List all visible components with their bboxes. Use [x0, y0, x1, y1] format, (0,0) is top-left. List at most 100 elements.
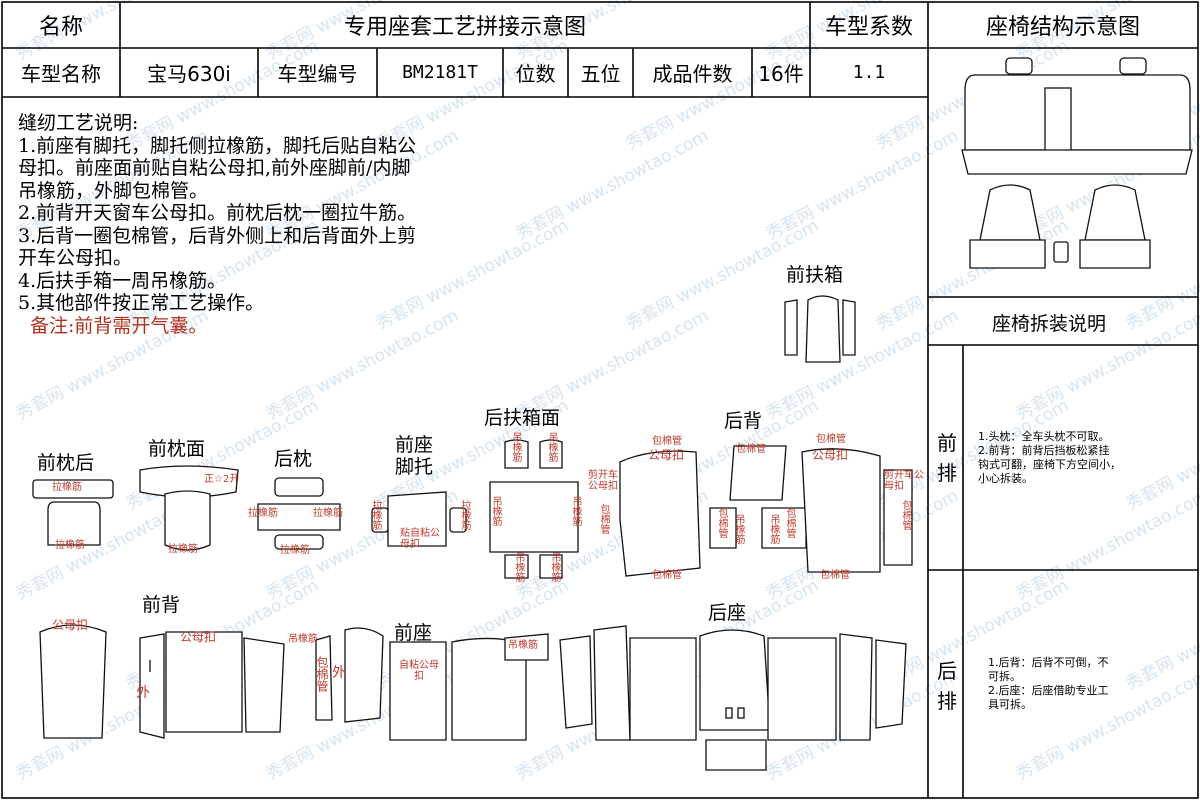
tag-cotton-tube: 包棉管 — [315, 656, 329, 692]
rear-armrest-face-pieces — [489, 439, 579, 579]
note-line: 1.前座有脚托，脚托侧拉橡筋，脚托后贴自粘公 — [18, 134, 417, 157]
note-line: 2.后座：后座借助专业工 — [988, 684, 1109, 697]
title-front-pillow-face: 前枕面 — [148, 438, 206, 460]
coef-label: 车型系数 — [824, 15, 913, 40]
tag-snap: 公母扣 — [812, 448, 849, 462]
tag-hang-elastic: 吊橡筋 — [508, 640, 538, 651]
note-line: 5.其他部件按正常工艺操作。 — [18, 292, 265, 314]
pieces-value: 16件 — [758, 62, 804, 86]
tag-pull-elastic: 拉橡筋 — [52, 482, 82, 493]
tag-snap: 公母扣 — [180, 630, 217, 644]
title-rear-back: 后背 — [724, 410, 763, 432]
front-row-label: 前 排 — [937, 431, 957, 485]
front-pillow-face-pieces — [139, 465, 239, 551]
tag-cut-snap: 剪开车公母扣 — [588, 470, 618, 492]
rear-row-notes: 1.后背：后背不可倒，不 可拆。 2.后座：后座借助专业工 具可拆。 — [988, 656, 1188, 712]
rear-row-label: 后 排 — [937, 659, 957, 713]
note-line: 3.后背一圈包棉管，后背外侧上和后背面外上剪 — [18, 224, 417, 247]
tag-self-stick-snap: 贴自粘公母扣 — [400, 528, 440, 550]
rear-seat-pieces — [559, 625, 907, 771]
front-pillow-back-pieces — [32, 479, 114, 546]
tag-pull-elastic: 拉橡筋 — [248, 508, 278, 519]
tag-hang-elastic: 吊橡筋 — [546, 432, 557, 462]
coef-value: 1.1 — [852, 62, 886, 83]
tag-hang-elastic: 吊橡筋 — [570, 496, 581, 526]
tag-pull-elastic: 拉橡筋 — [55, 540, 85, 551]
note-line: 1.头枕：全车头枕不可取。 — [978, 430, 1110, 443]
note-line: 具可拆。 — [988, 698, 1032, 711]
tag-pull-elastic: 拉橡筋 — [313, 508, 343, 519]
rear-pillow-pieces — [257, 477, 341, 550]
title-front-footrest: 前座 脚托 — [395, 434, 434, 478]
tag-self-stick: 自粘公母扣 — [399, 660, 439, 682]
seats-label: 位数 — [515, 62, 556, 86]
name-label: 名称 — [38, 15, 83, 40]
tag-cotton-tube: 包棉管 — [598, 504, 609, 534]
model-name-value: 宝马630i — [147, 62, 231, 86]
tag-hang-elastic: 吊橡筋 — [510, 432, 521, 462]
model-code-value: BM2181T — [402, 62, 478, 83]
note-remark: 备注:前背需开气囊。 — [30, 314, 208, 337]
tag-cotton-tube: 包棉管 — [820, 570, 850, 581]
tag-snap: 公母扣 — [648, 448, 685, 462]
tag-cotton-tube: 包棉管 — [652, 436, 682, 447]
title-rear-pillow: 后枕 — [274, 448, 313, 470]
tag-cotton-tube: 包棉管 — [816, 434, 846, 445]
note-line: 钩式可翻，座椅下方空间小， — [978, 458, 1121, 471]
front-seat-pieces — [315, 627, 549, 741]
note-line: 1.后背：后背不可倒，不 — [988, 656, 1109, 669]
note-line: 开车公母扣。 — [18, 247, 133, 269]
title-front-seat: 前座 — [394, 622, 433, 644]
model-code-label: 车型编号 — [277, 62, 358, 86]
tag-cotton-tube: 包棉管 — [736, 444, 766, 455]
seats-value: 五位 — [580, 62, 621, 86]
tag-pull-elastic: 拉橡筋 — [168, 544, 198, 555]
tag-hang-elastic: 吊橡筋 — [288, 634, 318, 645]
note-line: 4.后扶手箱一周吊橡筋。 — [18, 269, 227, 292]
note-line: 2.前背开天窗车公母扣。前枕后枕一圈拉牛筋。 — [18, 202, 417, 224]
front-armrest-pieces — [784, 295, 856, 363]
tag-cotton-tube: 包棉管 — [900, 500, 911, 530]
note-line: 母扣。前座面前贴自粘公母扣,前外座脚前/内脚 — [18, 157, 411, 179]
tag-snap: 公母扣 — [52, 618, 89, 632]
tag-open-2: 正☆2开 — [204, 474, 240, 485]
disassembly-title: 座椅拆装说明 — [992, 313, 1107, 335]
tag-cotton-tube: 包棉管 — [716, 508, 727, 538]
rear-back-pieces — [619, 445, 913, 577]
tag-cut-snap: 剪开车公母扣 — [884, 470, 924, 492]
sheet-title: 专用座套工艺拼接示意图 — [343, 15, 586, 40]
tag-outside: 外 — [332, 665, 346, 681]
model-name-label: 车型名称 — [21, 62, 101, 86]
note-line: 小心拆装。 — [978, 472, 1033, 485]
tag-hang-elastic: 吊橡筋 — [490, 496, 501, 526]
tag-pull-elastic: 拉橡筋 — [459, 500, 470, 530]
title-rear-seat: 后座 — [708, 602, 747, 624]
tag-hang-elastic: 吊橡筋 — [513, 552, 524, 582]
tag-hang-elastic: 吊橡筋 — [768, 514, 779, 544]
seat-structure-diagram — [961, 57, 1193, 269]
title-front-back: 前背 — [142, 594, 181, 616]
tag-hang-elastic: 吊橡筋 — [733, 514, 744, 544]
front-back-pieces — [39, 624, 285, 739]
structure-title: 座椅结构示意图 — [985, 15, 1140, 40]
note-line: 吊橡筋，外脚包棉管。 — [18, 179, 209, 202]
note-line: 缝纫工艺说明: — [18, 112, 139, 134]
tag-outside: 外 — [136, 685, 150, 701]
title-rear-armrest-face: 后扶箱面 — [484, 407, 561, 429]
tag-hang-elastic: 吊橡筋 — [549, 552, 560, 582]
tag-cotton-tube: 包棉管 — [784, 508, 795, 538]
pieces-label: 成品件数 — [652, 62, 733, 86]
tag-pull-elastic: 拉橡筋 — [370, 500, 381, 530]
tag-pull-elastic: 拉橡筋 — [280, 545, 310, 556]
note-line: 2.前背：前背后挡板松紧挂 — [978, 444, 1110, 457]
title-front-armrest: 前扶箱 — [786, 264, 844, 286]
sewing-notes: 缝纫工艺说明: 1.前座有脚托，脚托侧拉橡筋，脚托后贴自粘公 母扣。前座面前贴自… — [18, 112, 578, 337]
tag-cotton-tube: 包棉管 — [652, 570, 682, 581]
front-footrest-pieces — [371, 491, 467, 547]
front-row-notes: 1.头枕：全车头枕不可取。 2.前背：前背后挡板松紧挂 钩式可翻，座椅下方空间小… — [978, 430, 1188, 486]
title-front-pillow-back: 前枕后 — [37, 452, 95, 474]
note-line: 可拆。 — [988, 670, 1021, 683]
